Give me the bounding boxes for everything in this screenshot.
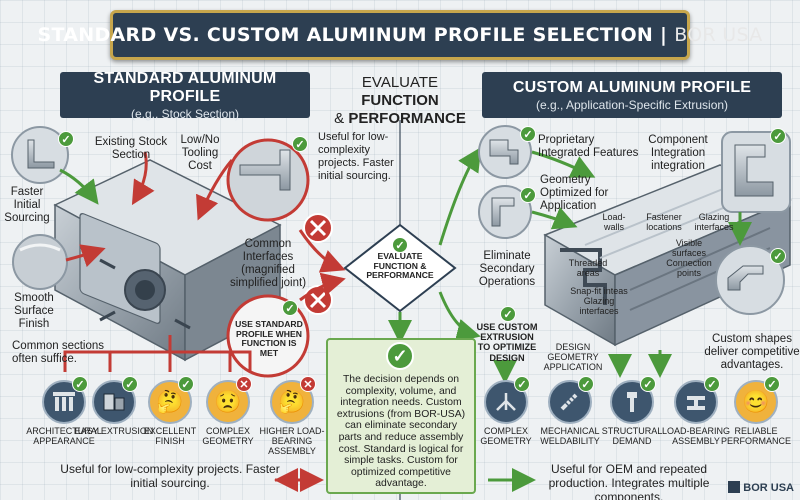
decision-check-icon: ✓ (386, 342, 414, 370)
check-badge: ✓ (520, 187, 536, 203)
check-badge: ✓ (640, 376, 656, 392)
check-badge: ✓ (520, 126, 536, 142)
callout-faster: Faster Initial Sourcing (4, 186, 50, 224)
check-badge: ✓ (514, 376, 530, 392)
callout-use-custom: USE CUSTOM EXTRUSION TO OPTIMIZE DESIGN (476, 322, 538, 363)
merge-arrows-icon (484, 380, 528, 424)
worried-face-icon: 😟 (206, 380, 250, 424)
pondering-face-icon: 🤔 (270, 380, 314, 424)
check-badge: ✓ (764, 376, 780, 392)
standard-heading: STANDARD ALUMINUM PROFILE (93, 69, 277, 105)
title-banner: STANDARD VS. CUSTOM ALUMINUM PROFILE SEL… (38, 10, 762, 60)
smile-face-icon: 😊 (734, 380, 778, 424)
proprietary-feature-shape (478, 125, 532, 179)
callout-visible: Visible surfaces Connection points (666, 238, 712, 278)
callout-design-app: DESIGN GEOMETRY APPLICATION (543, 342, 603, 372)
custom-subheading: (e.g., Application-Specific Extrusion) (535, 97, 729, 112)
icon-caption: HIGHER LOAD-BEARING ASSEMBLY (259, 426, 325, 456)
callout-component: Component Integration integration (648, 134, 708, 172)
callout-useful: Useful for low-complexity projects. Fast… (318, 131, 394, 182)
custom-header: CUSTOM ALUMINUM PROFILE (e.g., Applicati… (482, 72, 782, 118)
check-badge: ✓ (770, 128, 786, 144)
callout-custom-shapes: Custom shapes deliver competitive advant… (704, 333, 800, 371)
custom-footer: Useful for OEM and repeated production. … (548, 462, 710, 500)
icon-caption: COMPLEX GEOMETRY (480, 426, 532, 446)
page-title: STANDARD VS. CUSTOM ALUMINUM PROFILE SEL… (37, 24, 763, 46)
callout-threaded: Threaded areas (568, 258, 608, 278)
callout-glazing-int: Glazing interfaces (694, 212, 734, 232)
icon-caption: RELIABLE PERFORMANCE (720, 426, 791, 446)
diamond-label: EVALUATE FUNCTION & PERFORMANCE (366, 251, 434, 281)
standard-subheading: (e.g., Stock Section) (130, 106, 240, 121)
x-badge: ✕ (300, 376, 316, 392)
standard-header: STANDARD ALUMINUM PROFILE (e.g., Stock S… (60, 69, 310, 121)
callout-existing: Existing Stock Section (94, 136, 168, 161)
callout-tooling: Low/No Tooling Cost (180, 134, 220, 172)
check-badge: ✓ (72, 376, 88, 392)
standard-extrusion-shape (53, 159, 282, 362)
icon-caption: EASY EXTRUSION (74, 426, 154, 436)
red-x-markers (303, 213, 333, 315)
icon-caption: MECHANICAL WELDABILITY (540, 426, 600, 446)
brand-logo-icon (728, 481, 741, 493)
standard-footer: Useful for low-complexity projects. Fast… (60, 462, 280, 490)
callout-geometry: Geometry Optimized for Application (540, 174, 609, 212)
callout-proprietary: Proprietary Integrated Features (538, 134, 639, 159)
x-badge: ✕ (236, 376, 252, 392)
smooth-surface-shape (12, 234, 68, 290)
check-badge: ✓ (178, 376, 194, 392)
callout-fastener: Fastener locations (646, 212, 682, 232)
check-badge: ✓ (500, 306, 516, 322)
icon-caption: LOAD-BEARING ASSEMBLY (661, 426, 730, 446)
magnified-joint-shape (226, 138, 310, 222)
callout-eliminate: Eliminate Secondary Operations (478, 250, 536, 288)
check-badge: ✓ (282, 300, 298, 316)
callout-snapfit: Snap-fit inteas Glazing interfaces (570, 286, 628, 316)
callout-common-sections: Common sections often suffice. (12, 340, 105, 365)
geometry-optimized-shape (478, 185, 532, 239)
beam-icon (674, 380, 718, 424)
check-badge: ✓ (392, 237, 408, 253)
evaluate-heading: EVALUATE FUNCTION & PERFORMANCE (334, 74, 466, 127)
callout-use-standard: USE STANDARD PROFILE WHEN FUNCTION IS ME… (235, 319, 303, 358)
icon-caption: EXCELLENT FINISH (143, 426, 197, 446)
title-brand: BOR USA (674, 24, 763, 46)
check-badge: ✓ (292, 136, 308, 152)
footer-brand: BOR USA (728, 481, 794, 494)
evaluate-diamond (343, 223, 457, 313)
custom-shape-detail (715, 245, 785, 315)
custom-heading: CUSTOM ALUMINUM PROFILE (512, 78, 752, 96)
use-standard-circle (226, 294, 310, 378)
icon-caption: ARCHITECTURAL APPEARANCE (26, 426, 102, 446)
decision-text: The decision depends on complexity, volu… (336, 374, 466, 490)
check-badge: ✓ (58, 131, 74, 147)
component-integration-shape (721, 131, 791, 213)
check-badge: ✓ (122, 376, 138, 392)
icon-caption: STRUCTURAL DEMAND (601, 426, 663, 446)
stock-section-shape (11, 126, 69, 184)
callout-smooth: Smooth Surface Finish (14, 292, 54, 330)
callout-load-walls: Load-walls (602, 212, 626, 232)
callout-common-interfaces: Common Interfaces (magnified simplified … (229, 238, 307, 289)
icon-caption: COMPLEX GEOMETRY (202, 426, 254, 446)
check-badge: ✓ (770, 248, 786, 264)
check-badge: ✓ (578, 376, 594, 392)
check-badge: ✓ (704, 376, 720, 392)
